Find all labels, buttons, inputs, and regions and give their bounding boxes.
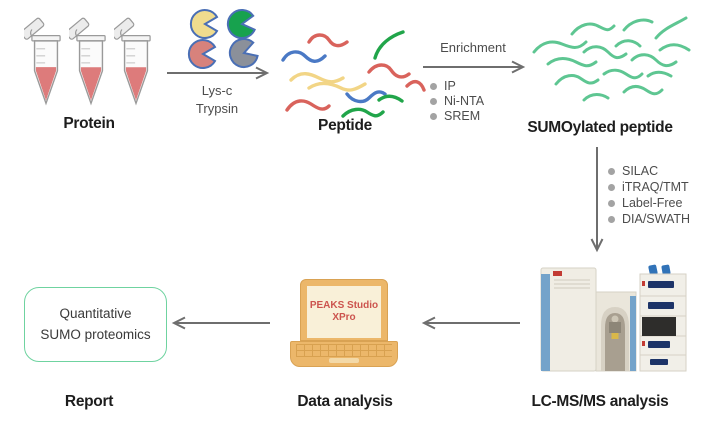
quantification-method: SILAC (622, 164, 659, 178)
bullet-dot-icon (608, 199, 615, 207)
list-item: SREM (430, 109, 484, 123)
enrichment-method: SREM (444, 109, 481, 123)
eppendorf-tube-icon (24, 17, 61, 106)
sumoylated-peptide-squiggles-icon (532, 16, 691, 102)
laptop-icon: PEAKS Studio XPro (300, 279, 388, 341)
report-line-1: Quantitative (59, 306, 132, 322)
peptide-squiggles-icon (281, 30, 426, 118)
list-item: iTRAQ/TMT (608, 180, 690, 194)
bullet-dot-icon (608, 167, 615, 175)
protease-enzymes-icon (187, 9, 259, 69)
enrichment-methods-list: IP Ni-NTA SREM (430, 79, 485, 123)
data-analysis-label: Data analysis (297, 393, 393, 410)
laptop-touchpad (329, 358, 359, 363)
report-label: Report (64, 393, 114, 410)
bullet-dot-icon (430, 97, 437, 105)
list-item: SILAC (608, 164, 690, 178)
digestion-arrow-icon (167, 66, 270, 80)
bullet-dot-icon (608, 183, 615, 191)
bullet-dot-icon (430, 82, 437, 90)
lcms-label: LC-MS/MS analysis (531, 393, 669, 410)
report-result-box: Quantitative SUMO proteomics (24, 287, 167, 362)
laptop-keyboard (290, 341, 398, 367)
peptide-label: Peptide (318, 117, 372, 134)
laptop-screen-content: PEAKS Studio XPro (307, 286, 381, 338)
enrichment-method: IP (444, 79, 456, 93)
eppendorf-tube-icon (114, 17, 151, 106)
bullet-dot-icon (608, 215, 615, 223)
analysis-to-report-arrow-icon (171, 316, 270, 330)
list-item: DIA/SWATH (608, 212, 691, 226)
peaks-software-name: PEAKS Studio (309, 299, 379, 311)
peaks-software-version: XPro (332, 312, 356, 323)
digestion-line-2: Trypsin (195, 100, 239, 116)
quantification-method: Label-Free (622, 196, 683, 210)
enrichment-method: Ni-NTA (444, 94, 485, 108)
enrichment-arrow-icon (423, 60, 526, 74)
quantification-arrow-icon (590, 147, 604, 253)
list-item: Ni-NTA (430, 94, 485, 108)
quantification-methods-list: SILAC iTRAQ/TMT Label-Free DIA/SWATH (608, 164, 691, 226)
digestion-line-1: Lys-c (201, 83, 233, 98)
eppendorf-tube-icon (69, 17, 106, 106)
quantification-method: iTRAQ/TMT (622, 180, 689, 194)
list-item: Label-Free (608, 196, 690, 210)
report-line-2: SUMO proteomics (40, 326, 151, 342)
bullet-dot-icon (430, 112, 437, 120)
sumoylated-peptide-label: SUMOylated peptide (527, 119, 673, 136)
digestion-arrow-caption: Lys-c Trypsin (167, 82, 267, 117)
laptop-keys (296, 344, 392, 357)
list-item: IP (430, 79, 484, 93)
protein-tubes-illustration (24, 6, 159, 118)
lcms-to-analysis-arrow-icon (421, 316, 520, 330)
quantification-method: DIA/SWATH (622, 212, 691, 226)
mass-spectrometer-icon (540, 264, 687, 372)
protein-label: Protein (63, 115, 115, 132)
enrichment-arrow-caption: Enrichment (440, 40, 506, 55)
